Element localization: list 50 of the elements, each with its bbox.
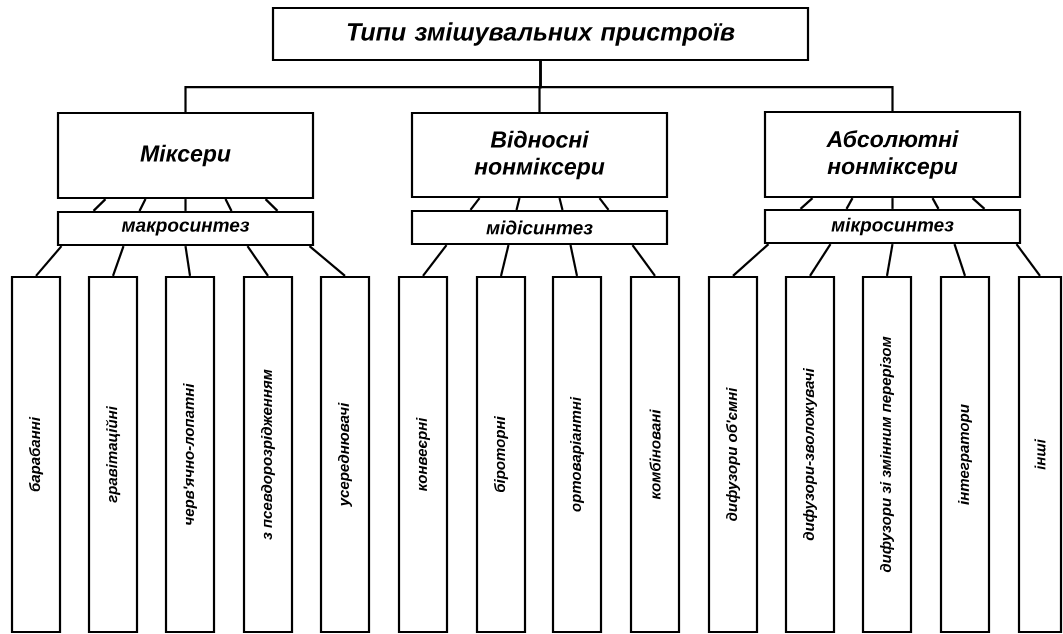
connector-line [246,245,269,277]
synthesis-band: мікросинтез [763,208,1022,245]
type-box: черв'ячно-лопатні [164,275,216,634]
type-box: дифузори зі змінним перерізом [861,275,913,634]
type-box: дифузори об'ємні [707,275,759,634]
title-box: Типи змішувальних пристроїв [271,6,810,62]
category-box: Абсолютні нонміксери [763,110,1022,199]
connector-line [732,243,770,277]
connector-line [184,245,192,277]
connector-line [971,197,986,210]
connector-line [35,245,63,277]
connector-line [885,243,894,277]
type-box: інтегратори [939,275,991,634]
category-box: Відносні нонміксери [410,111,669,199]
connector-line [953,243,967,277]
connector-line [184,199,187,211]
connector-line [809,243,832,277]
connector-line [224,198,233,212]
connector-line [598,197,610,211]
connector-line [138,198,147,212]
connector-line [92,198,107,212]
connector-line [499,244,510,277]
type-box: гравітаційні [87,275,139,634]
type-box: інші [1017,275,1063,634]
connector-line [469,197,481,211]
type-box: конвеєрні [397,275,449,634]
type-box: усереднювачі [319,275,371,634]
connector-line [1015,243,1041,277]
type-box: дифузори-зволожувачі [784,275,836,634]
type-box: комбіновані [629,275,681,634]
connector-line [799,197,814,210]
connector-line [891,198,894,209]
category-box: Міксери [56,111,315,200]
connector-line [422,244,448,277]
connector-line [515,197,521,211]
connector-line [931,197,940,210]
type-box: барабанні [10,275,62,634]
connector-line [308,245,346,277]
connector-line [111,245,125,277]
connector-line [845,197,854,210]
type-box: біроторні [475,275,527,634]
type-box: з псевдорозрідженням [242,275,294,634]
synthesis-band: макросинтез [56,210,315,247]
connector-line [569,244,579,277]
connector-line [558,197,564,211]
connector-line [539,61,894,111]
synthesis-band: мідісинтез [410,209,669,246]
type-box: ортоваріантні [551,275,603,634]
connector-line [264,198,279,212]
connector-line [631,244,656,277]
